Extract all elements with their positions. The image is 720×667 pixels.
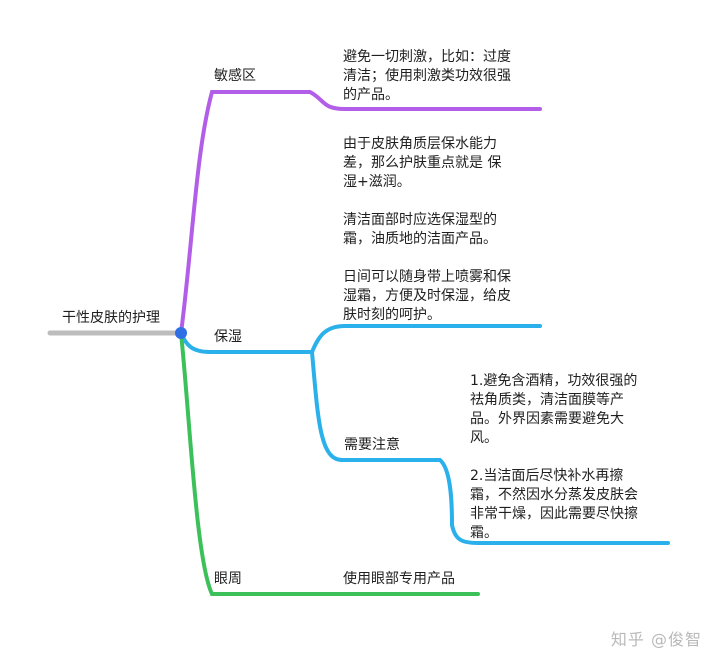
branch-label-notice[interactable]: 需要注意 — [344, 437, 400, 453]
root-hub-node[interactable] — [175, 327, 187, 339]
zhihu-watermark: 知乎 @俊智 — [610, 630, 702, 649]
note-moisture: 由于皮肤角质层保水能力 差，那么护肤重点就是 保 湿+滋润。 清洁面部时应选保湿… — [343, 136, 511, 323]
note-sensitive: 避免一切刺激，比如：过度 清洁；使用刺激类功效很强 的产品。 — [343, 49, 511, 103]
root-node-label[interactable]: 干性皮肤的护理 — [62, 310, 160, 326]
branch-line-sensitive — [179, 90, 542, 335]
branch-label-eye[interactable]: 眼周 — [214, 571, 242, 587]
branch-label-moisture[interactable]: 保湿 — [214, 329, 242, 345]
branch-line-notice — [310, 350, 670, 545]
branch-line-eye — [179, 331, 480, 596]
note-notice: 1.避免含酒精，功效很强的 祛角质类，清洁面膜等产 品。外界因素需要避免大 风。… — [470, 373, 638, 541]
branch-label-sensitive[interactable]: 敏感区 — [214, 68, 256, 84]
note-eye: 使用眼部专用产品 — [343, 571, 455, 587]
